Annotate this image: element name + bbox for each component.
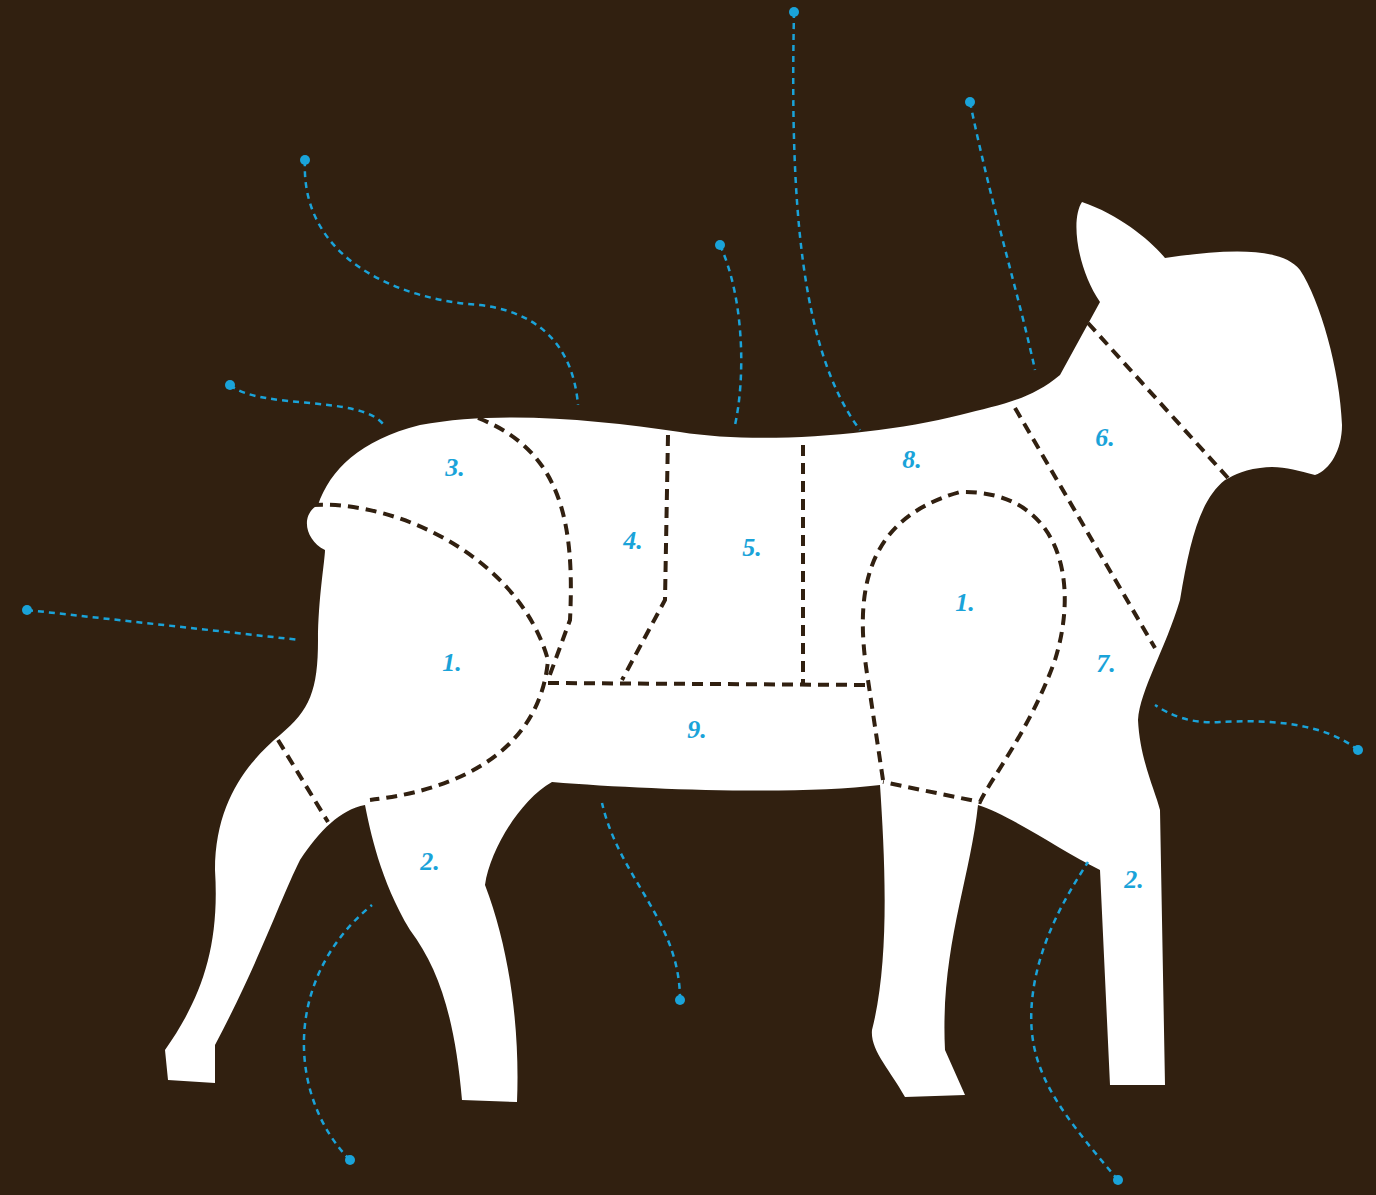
cut-line bbox=[1088, 323, 1228, 478]
leader-dot bbox=[789, 7, 799, 17]
leader-dot bbox=[225, 380, 235, 390]
leader-line bbox=[304, 905, 372, 1160]
leader-line bbox=[602, 803, 680, 1000]
cut-line bbox=[278, 740, 328, 822]
leader-line bbox=[970, 102, 1035, 370]
leader-line bbox=[1155, 705, 1358, 750]
leader-dot bbox=[1353, 745, 1363, 755]
cut-number: 4. bbox=[623, 526, 643, 556]
cut-number: 5. bbox=[742, 533, 762, 563]
cut-number: 2. bbox=[1124, 865, 1144, 895]
cut-line bbox=[312, 505, 548, 800]
cut-number: 1. bbox=[442, 648, 462, 678]
cut-number: 2. bbox=[420, 847, 440, 877]
leader-line bbox=[305, 160, 578, 405]
cut-number: 7. bbox=[1096, 649, 1116, 679]
leader-dot bbox=[1113, 1175, 1123, 1185]
leader-dot bbox=[715, 240, 725, 250]
leader-dots bbox=[22, 7, 1363, 1185]
leader-dot bbox=[965, 97, 975, 107]
cut-number: 6. bbox=[1095, 423, 1115, 453]
cut-line bbox=[1015, 408, 1155, 648]
leader-dot bbox=[345, 1155, 355, 1165]
leader-line bbox=[230, 385, 383, 424]
leader-dot bbox=[22, 605, 32, 615]
leader-line bbox=[1031, 862, 1118, 1180]
cut-number: 8. bbox=[902, 445, 922, 475]
cut-number: 3. bbox=[445, 453, 465, 483]
leader-line bbox=[793, 12, 860, 430]
leader-line bbox=[720, 245, 741, 425]
cut-number: 9. bbox=[687, 715, 707, 745]
leader-lines bbox=[27, 12, 1358, 1180]
lamb-silhouette bbox=[165, 202, 1342, 1102]
cut-line bbox=[548, 683, 870, 685]
cut-line bbox=[863, 492, 1065, 802]
cut-line bbox=[801, 445, 805, 685]
leader-dot bbox=[675, 995, 685, 1005]
cut-lines bbox=[278, 323, 1228, 822]
leader-line bbox=[27, 610, 300, 640]
cut-line bbox=[622, 435, 668, 680]
cut-number: 1. bbox=[955, 588, 975, 618]
leader-dot bbox=[300, 155, 310, 165]
cut-line bbox=[478, 418, 571, 680]
